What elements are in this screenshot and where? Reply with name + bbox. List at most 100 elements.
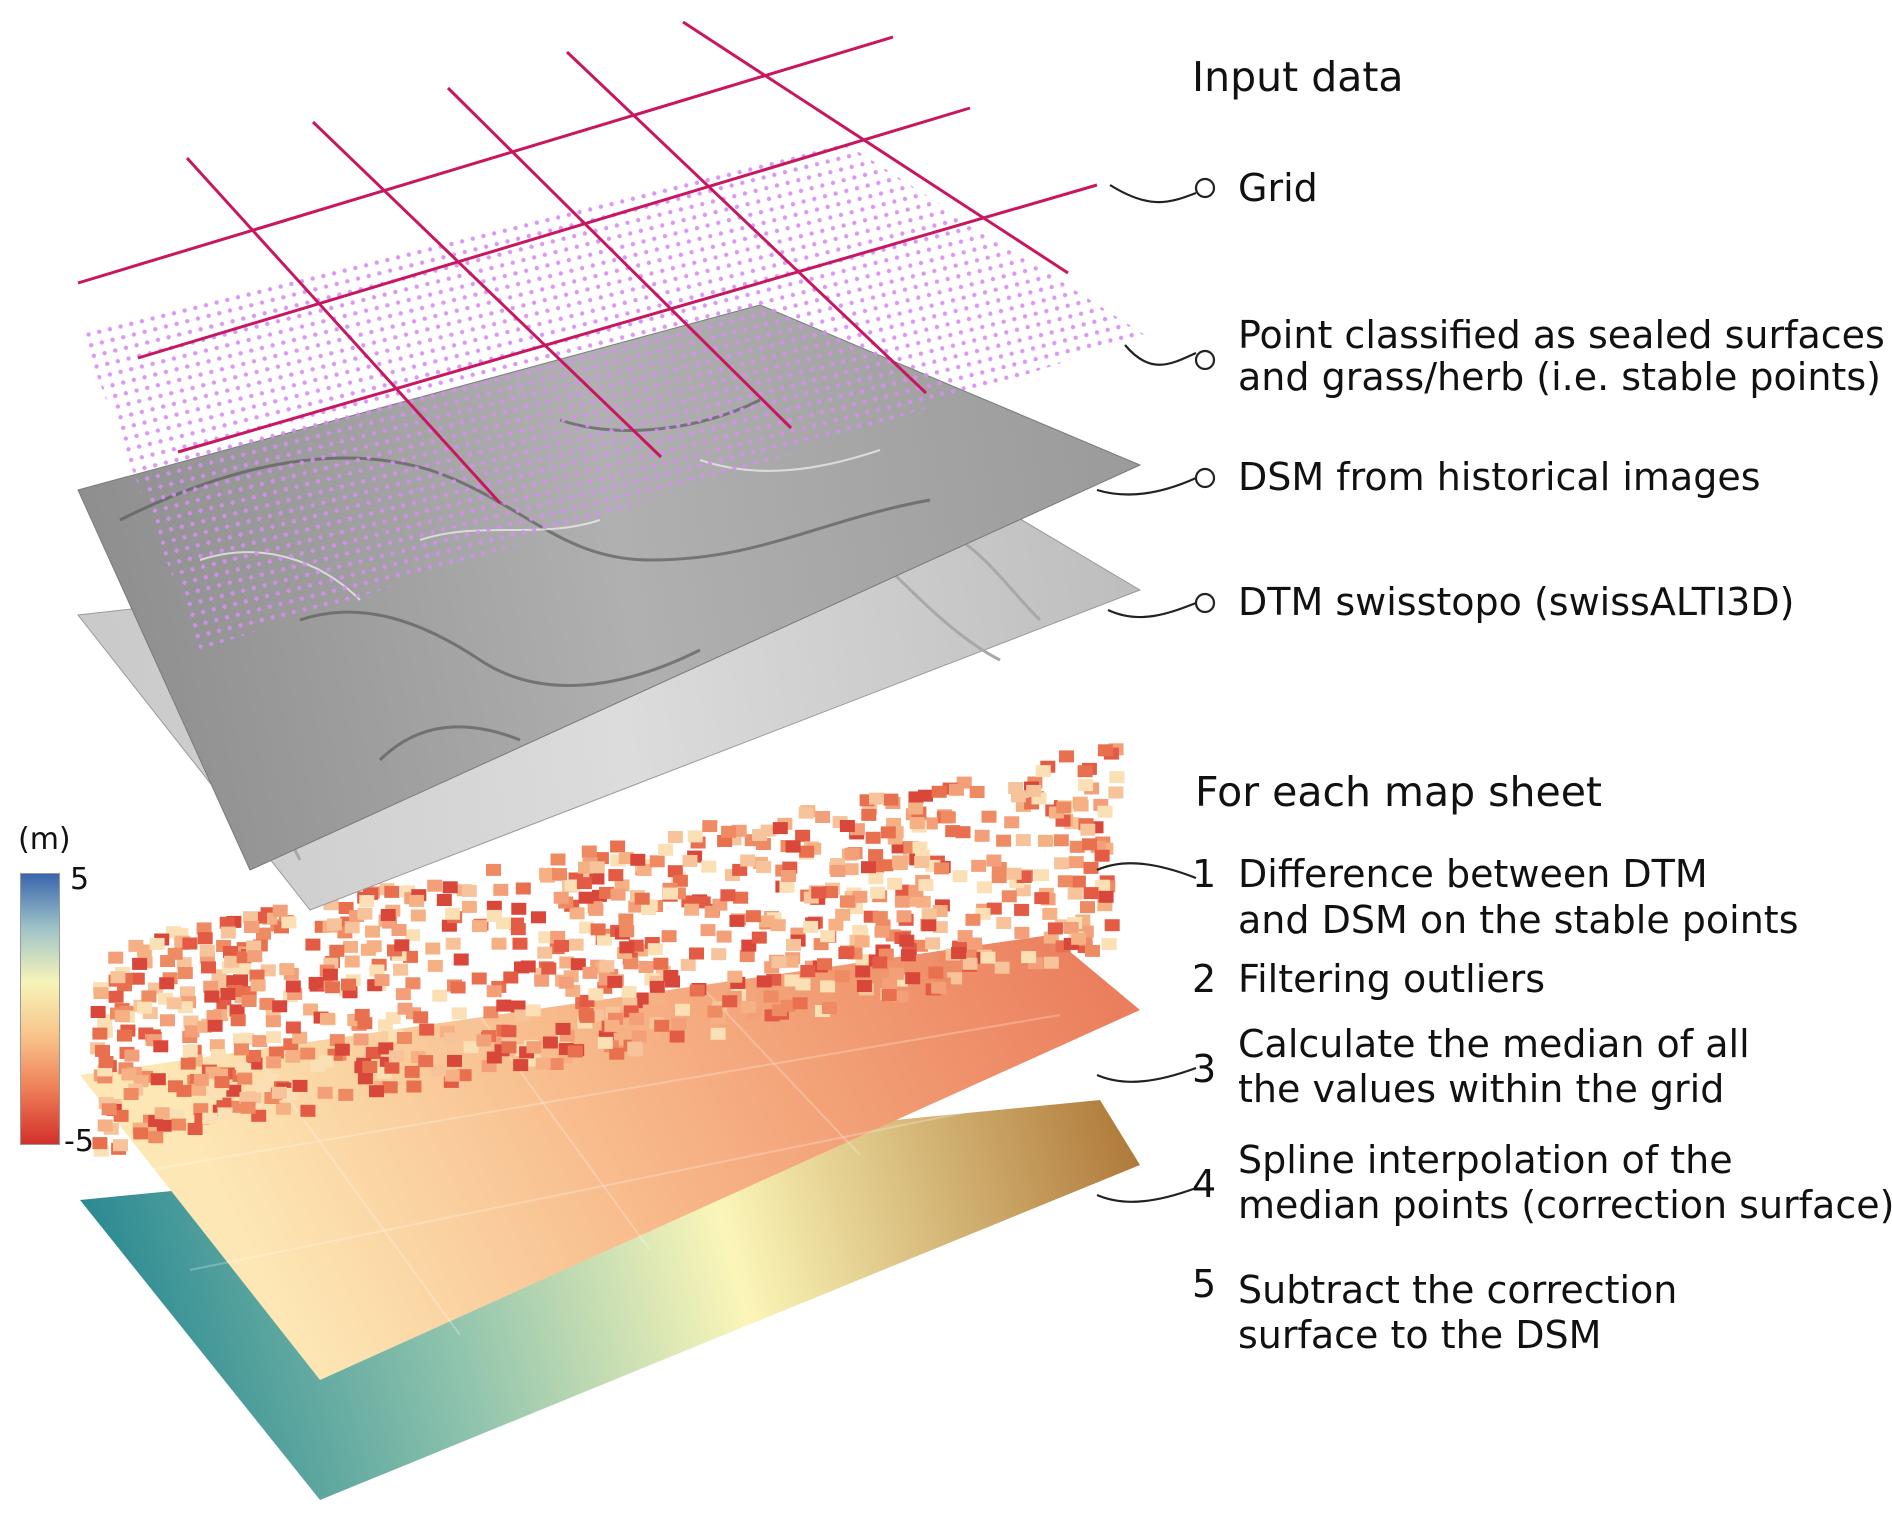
difference-cell [717,835,733,847]
step-1-line2: and DSM on the stable points [1238,898,1799,942]
difference-cell [986,902,1002,915]
difference-cell [596,933,612,946]
difference-cell [541,962,557,975]
difference-cell [965,913,981,926]
input-item-grid: Grid [1238,166,1318,210]
grid-line [137,106,971,360]
difference-cell [240,1101,256,1114]
difference-cell [520,960,536,973]
difference-cell [308,976,324,989]
difference-cell [861,808,877,821]
difference-cell [1004,816,1020,829]
difference-cell [861,861,876,874]
difference-cell [137,1001,153,1014]
difference-cell [305,938,321,951]
difference-cell [539,867,555,880]
difference-cell [925,937,941,950]
difference-cell [246,940,262,953]
difference-cell [971,859,987,872]
difference-cell [1083,861,1099,874]
difference-cell [166,997,182,1010]
grid-layer [77,20,1098,505]
difference-cell [180,986,195,999]
difference-cell [511,902,527,915]
difference-cell [515,882,531,895]
step-3-line1: Calculate the median of all [1238,1022,1750,1066]
step-5-line1: Subtract the correction [1238,1268,1678,1312]
difference-cell [994,961,1010,974]
difference-cell [928,966,944,979]
difference-cell [835,908,851,921]
difference-cell [300,1104,316,1117]
difference-cell [382,1081,398,1094]
difference-cell [244,921,259,933]
difference-cell [196,922,212,935]
step-4-line1: Spline interpolation of the [1238,1138,1733,1182]
difference-cell [184,1025,200,1038]
difference-cell [893,990,909,1003]
difference-cell [427,879,443,892]
difference-cell [1109,771,1125,784]
difference-cell [569,907,585,920]
difference-cell [554,939,569,952]
difference-cell [154,1107,170,1120]
difference-cell [388,1050,404,1063]
difference-cell [844,847,860,860]
difference-cell [552,868,568,881]
difference-cell [329,1034,345,1047]
difference-cell [90,1006,106,1018]
difference-cell [266,1031,282,1044]
difference-cell [865,831,881,844]
step-4-line2: median points (correction surface) [1238,1183,1892,1227]
difference-cell [1047,922,1063,935]
difference-cell [945,825,961,838]
difference-cell [501,1025,517,1038]
difference-cell [811,886,827,899]
difference-cell [255,1080,271,1093]
difference-cell [1080,901,1095,914]
difference-cell [252,1035,268,1048]
difference-cell [1035,765,1051,778]
difference-cell [1054,857,1070,870]
difference-cell [828,918,844,931]
difference-cell [113,1109,129,1122]
difference-cell [365,925,380,938]
difference-cell [634,892,650,905]
difference-cell [292,1079,308,1092]
difference-cell [823,886,838,899]
difference-cell [393,963,409,976]
difference-cell [180,1057,196,1070]
stable-points-layer [80,140,1145,650]
difference-cell [397,1002,413,1015]
difference-cell [798,806,814,819]
difference-cell [671,1017,687,1030]
difference-cell [843,863,859,876]
difference-cell [1097,805,1113,818]
difference-cell [1034,892,1050,905]
difference-cell [187,1123,203,1135]
difference-cell [771,1004,787,1017]
difference-cell [1015,834,1031,847]
difference-cell [590,923,606,936]
input-item-dtm: DTM swisstopo (swissALTI3D) [1238,580,1795,624]
grid-line [565,50,928,395]
input-item-stable-points-line2: and grass/herb (i.e. stable points) [1238,355,1881,399]
difference-cell [579,921,595,934]
difference-cell [649,855,665,868]
difference-cell [880,826,896,839]
difference-cell [784,974,800,987]
difference-cell [537,946,553,959]
difference-cell [795,829,811,842]
difference-cell [133,1127,149,1140]
difference-cell [236,962,252,975]
difference-cell [369,964,385,977]
difference-cell [931,785,947,798]
difference-cell [1094,849,1110,862]
difference-cell [756,975,772,988]
difference-cell [512,937,528,950]
difference-cell [510,923,526,936]
difference-cell [538,931,554,944]
difference-cell [779,880,795,893]
difference-cell [628,1044,644,1057]
difference-cell [980,951,996,964]
